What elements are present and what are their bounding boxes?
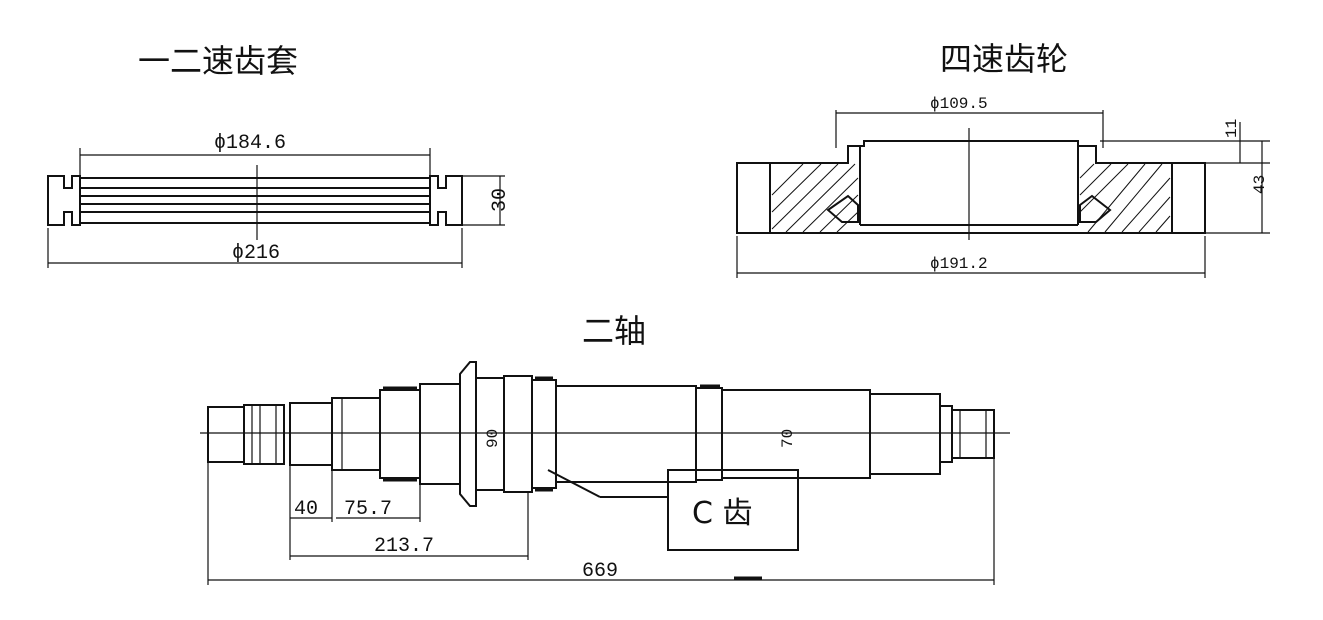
callout-leader-1 — [547, 469, 601, 498]
shaft-dia-right: 70 — [779, 429, 797, 448]
gear-hatch-left — [771, 163, 859, 233]
shaft-dim-669: 669 — [582, 560, 618, 583]
callout-label: C 齿 — [692, 496, 752, 531]
gear-bottom-dim: ϕ191.2 — [930, 255, 988, 273]
sleeve-width-dim: 30 — [489, 188, 512, 212]
shaft-title: 二轴 — [582, 312, 646, 350]
gear-hatch-right — [1079, 163, 1171, 233]
shaft-seg-7 — [503, 375, 533, 493]
shaft-seg-13 — [939, 405, 953, 463]
sleeve-inner-dim: ϕ184.6 — [214, 132, 286, 155]
shaft-seg-right-end — [951, 409, 995, 459]
gear-title: 四速齿轮 — [940, 40, 1068, 78]
shaft-seg-9 — [555, 385, 697, 483]
sleeve-right-end — [429, 175, 463, 226]
shaft-seg-3 — [331, 397, 381, 471]
shaft-dim-75: 75.7 — [344, 498, 392, 521]
shaft-seg-10 — [695, 387, 723, 481]
sleeve-title: 一二速齿套 — [138, 42, 298, 80]
gear-small-dim: 11 — [1223, 119, 1241, 138]
shaft-seg-2 — [289, 402, 333, 466]
shaft-seg-left-end — [207, 406, 245, 463]
shaft-dim-40: 40 — [294, 498, 318, 521]
shaft-drawing: 二轴 90 70 C 齿 — [200, 312, 1010, 585]
shaft-seg-12 — [869, 393, 941, 475]
gear-drawing: 四速齿轮 ϕ109.5 — [736, 40, 1270, 278]
shaft-flange — [459, 361, 477, 507]
shaft-dia-left: 90 — [484, 429, 502, 448]
gear-height-dim: 43 — [1251, 175, 1269, 194]
shaft-dim-213: 213.7 — [374, 535, 434, 558]
shaft-seg-spline-1 — [243, 404, 285, 465]
shaft-seg-5 — [419, 383, 461, 485]
shaft-seg-4 — [379, 389, 421, 479]
sleeve-drawing: 一二速齿套 ϕ184.6 30 ϕ216 — [47, 42, 512, 268]
callout-box — [667, 469, 799, 551]
sleeve-left-end — [47, 175, 81, 226]
gear-outline — [736, 140, 1206, 234]
sleeve-outer-dim: ϕ216 — [232, 242, 280, 265]
gear-top-dim: ϕ109.5 — [930, 95, 988, 113]
